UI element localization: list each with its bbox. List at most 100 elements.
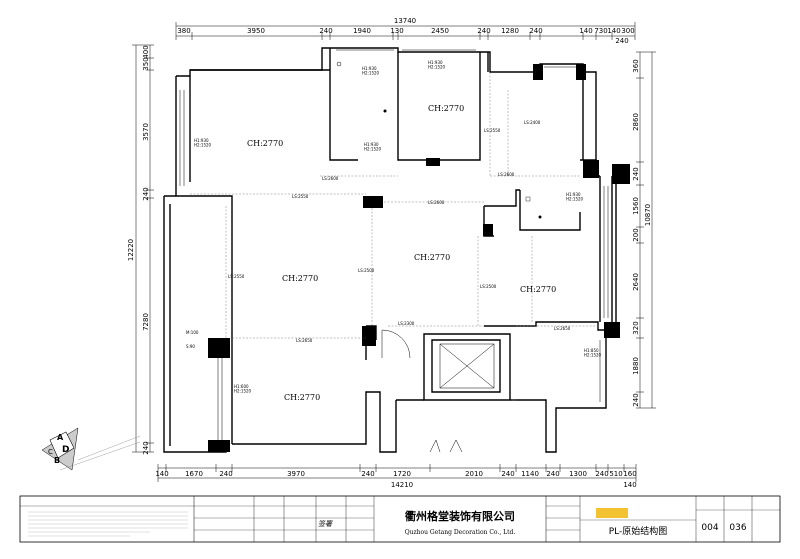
note-l4: LS:2550: [228, 274, 245, 279]
dim-left-seg-4: 7280: [142, 313, 150, 331]
drawing-title: PL-原始结构图: [609, 525, 668, 537]
dim-bottom-seg-4: 240: [361, 470, 374, 478]
dim-bottom-seg-10: 1300: [569, 470, 587, 478]
compass-c: C: [48, 448, 53, 456]
dim-top-seg-8: 240: [529, 27, 542, 35]
room-label-4: CH:2770: [282, 274, 318, 283]
room-label-2: CH:2770: [428, 104, 464, 113]
dim-bottom-seg-7: 240: [501, 470, 514, 478]
company-name-en: Quzhou Getang Decoration Co., Ltd.: [405, 529, 516, 536]
structural-columns: [208, 64, 630, 452]
dim-top-seg-5: 2450: [431, 27, 449, 35]
dim-right-seg-3: 1560: [632, 197, 640, 215]
note-l6: LS:2650: [296, 338, 313, 343]
title-block: 签署 衢州格堂装饰有限公司 Quzhou Getang Decoration C…: [19, 495, 781, 543]
view-compass: A B C D: [41, 427, 141, 471]
dim-left-seg-5: 240: [142, 441, 150, 454]
dim-top-seg-0: 380: [177, 27, 190, 35]
note-l9: LS:2600: [498, 172, 515, 177]
note-l1: LS:2600: [322, 176, 339, 181]
note-l12: LS:2650: [554, 326, 571, 331]
dim-left-seg-3: 240: [142, 187, 150, 200]
bottom-dimension-chain: 140 1670 240 3970 240 1720 2010 240 1140…: [155, 464, 637, 489]
dim-left-total: 12220: [127, 239, 135, 261]
dim-right-seg-2: 240: [632, 167, 640, 180]
dim-bottom-seg-13: 160: [623, 470, 636, 478]
note-m2: S:90: [186, 344, 195, 349]
beam-lines: [190, 72, 600, 339]
company-logo: [596, 508, 628, 518]
dim-bottom-seg-0: 140: [155, 470, 168, 478]
dim-right-seg-8: 240: [632, 393, 640, 406]
dim-top-seg-12: 300: [621, 27, 634, 35]
room-label-5: CH:2770: [520, 285, 556, 294]
note-l7: LS:2300: [398, 321, 415, 326]
room-label-6: CH:2770: [284, 393, 320, 402]
dim-top-seg-11: 140: [607, 27, 620, 35]
dim-right-seg-1: 2860: [632, 113, 640, 131]
dim-left-seg-0: 400: [142, 45, 150, 58]
note-l5: LS:2500: [358, 268, 375, 273]
dim-top-seg-10: 730: [594, 27, 607, 35]
designer-signature: 签署: [318, 520, 333, 528]
dim-bottom-seg-6: 2010: [465, 470, 483, 478]
note-l3: LS:2600: [428, 200, 445, 205]
sheet-number: 004: [701, 523, 718, 533]
dim-top-seg-7: 1280: [501, 27, 519, 35]
dim-bottom-seg-8: 1140: [521, 470, 539, 478]
dim-bottom-seg-12: 510: [609, 470, 622, 478]
dim-top-seg-1: 3950: [247, 27, 265, 35]
dim-right-total: 10870: [644, 204, 652, 226]
room-labels: CH:2770 CH:2770 CH:2770 CH:2770 CH:2770 …: [247, 104, 556, 402]
dim-bottom-right-small: 140: [623, 481, 636, 489]
room-label-1: CH:2770: [247, 139, 283, 148]
dim-left-seg-1: 350: [142, 57, 150, 70]
dim-top-seg-3: 1940: [353, 27, 371, 35]
company-name-cn: 衢州格堂装饰有限公司: [405, 509, 515, 523]
compass-b: B: [54, 456, 60, 465]
note-l11: LS:2400: [524, 120, 541, 125]
dim-left-seg-2: 3570: [142, 123, 150, 141]
room-label-3: CH:2770: [414, 253, 450, 262]
left-dimension-chain: 12220 400 350 3570 240 7280 240: [127, 44, 154, 455]
dim-top-seg-9: 140: [579, 27, 592, 35]
dim-right-seg-6: 320: [632, 321, 640, 334]
dim-bottom-seg-11: 240: [595, 470, 608, 478]
windows: [179, 49, 609, 440]
dim-bottom-total: 14210: [391, 481, 413, 489]
dim-right-seg-5: 2640: [632, 273, 640, 291]
dim-top-right-small: 240: [615, 37, 628, 45]
dim-bottom-seg-3: 3970: [287, 470, 305, 478]
compass-a: A: [57, 433, 64, 442]
dim-top-seg-6: 240: [477, 27, 490, 35]
note-l8: LS:2500: [480, 284, 497, 289]
walls: [163, 47, 617, 453]
compass-d: D: [62, 445, 69, 455]
dim-top-seg-2: 240: [319, 27, 332, 35]
top-dimension-chain: 13740 380 3950 240 1940 130 2450 240 128…: [175, 17, 636, 45]
sheet-total: 036: [729, 523, 746, 533]
note-m1: M:100: [186, 330, 199, 335]
entry-door: [381, 329, 463, 453]
dim-right-seg-4: 200: [632, 228, 640, 241]
note-l2: LS:2550: [292, 194, 309, 199]
dim-bottom-seg-1: 1670: [185, 470, 203, 478]
dim-top-seg-4: 130: [390, 27, 403, 35]
dim-top-total: 13740: [394, 17, 416, 25]
dim-right-seg-7: 1880: [632, 357, 640, 375]
note-l10: LS:2550: [484, 128, 501, 133]
dim-bottom-seg-2: 240: [219, 470, 232, 478]
dim-bottom-seg-5: 1720: [393, 470, 411, 478]
right-dimension-chain: 10870 360 2860 240 1560 200 2640 320 188…: [632, 51, 656, 409]
dim-bottom-seg-9: 240: [546, 470, 559, 478]
fixtures: [336, 61, 542, 219]
